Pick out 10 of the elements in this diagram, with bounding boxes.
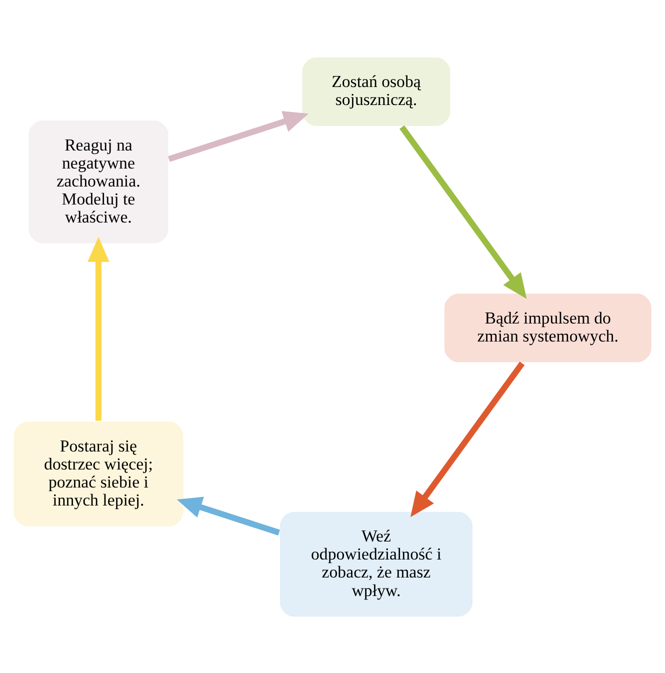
node-box: Weź odpowiedzialność i zobacz, że masz wpływ. — [278, 510, 474, 618]
arrow — [88, 236, 110, 420]
arrow — [410, 361, 525, 517]
node-box: Bądź impulsem do zmian systemowych. — [443, 292, 653, 363]
node-box: Postaraj się dostrzec więcej; poznać siebie i innych lepiej. — [12, 420, 185, 528]
arrow — [168, 110, 309, 162]
arrow — [399, 124, 527, 298]
node-box: Reaguj na negatywne zachowania. Modeluj te właściwe. — [27, 118, 170, 244]
node-box: Zostań osobą sojuszniczą. — [301, 56, 452, 127]
arrow — [176, 496, 280, 536]
